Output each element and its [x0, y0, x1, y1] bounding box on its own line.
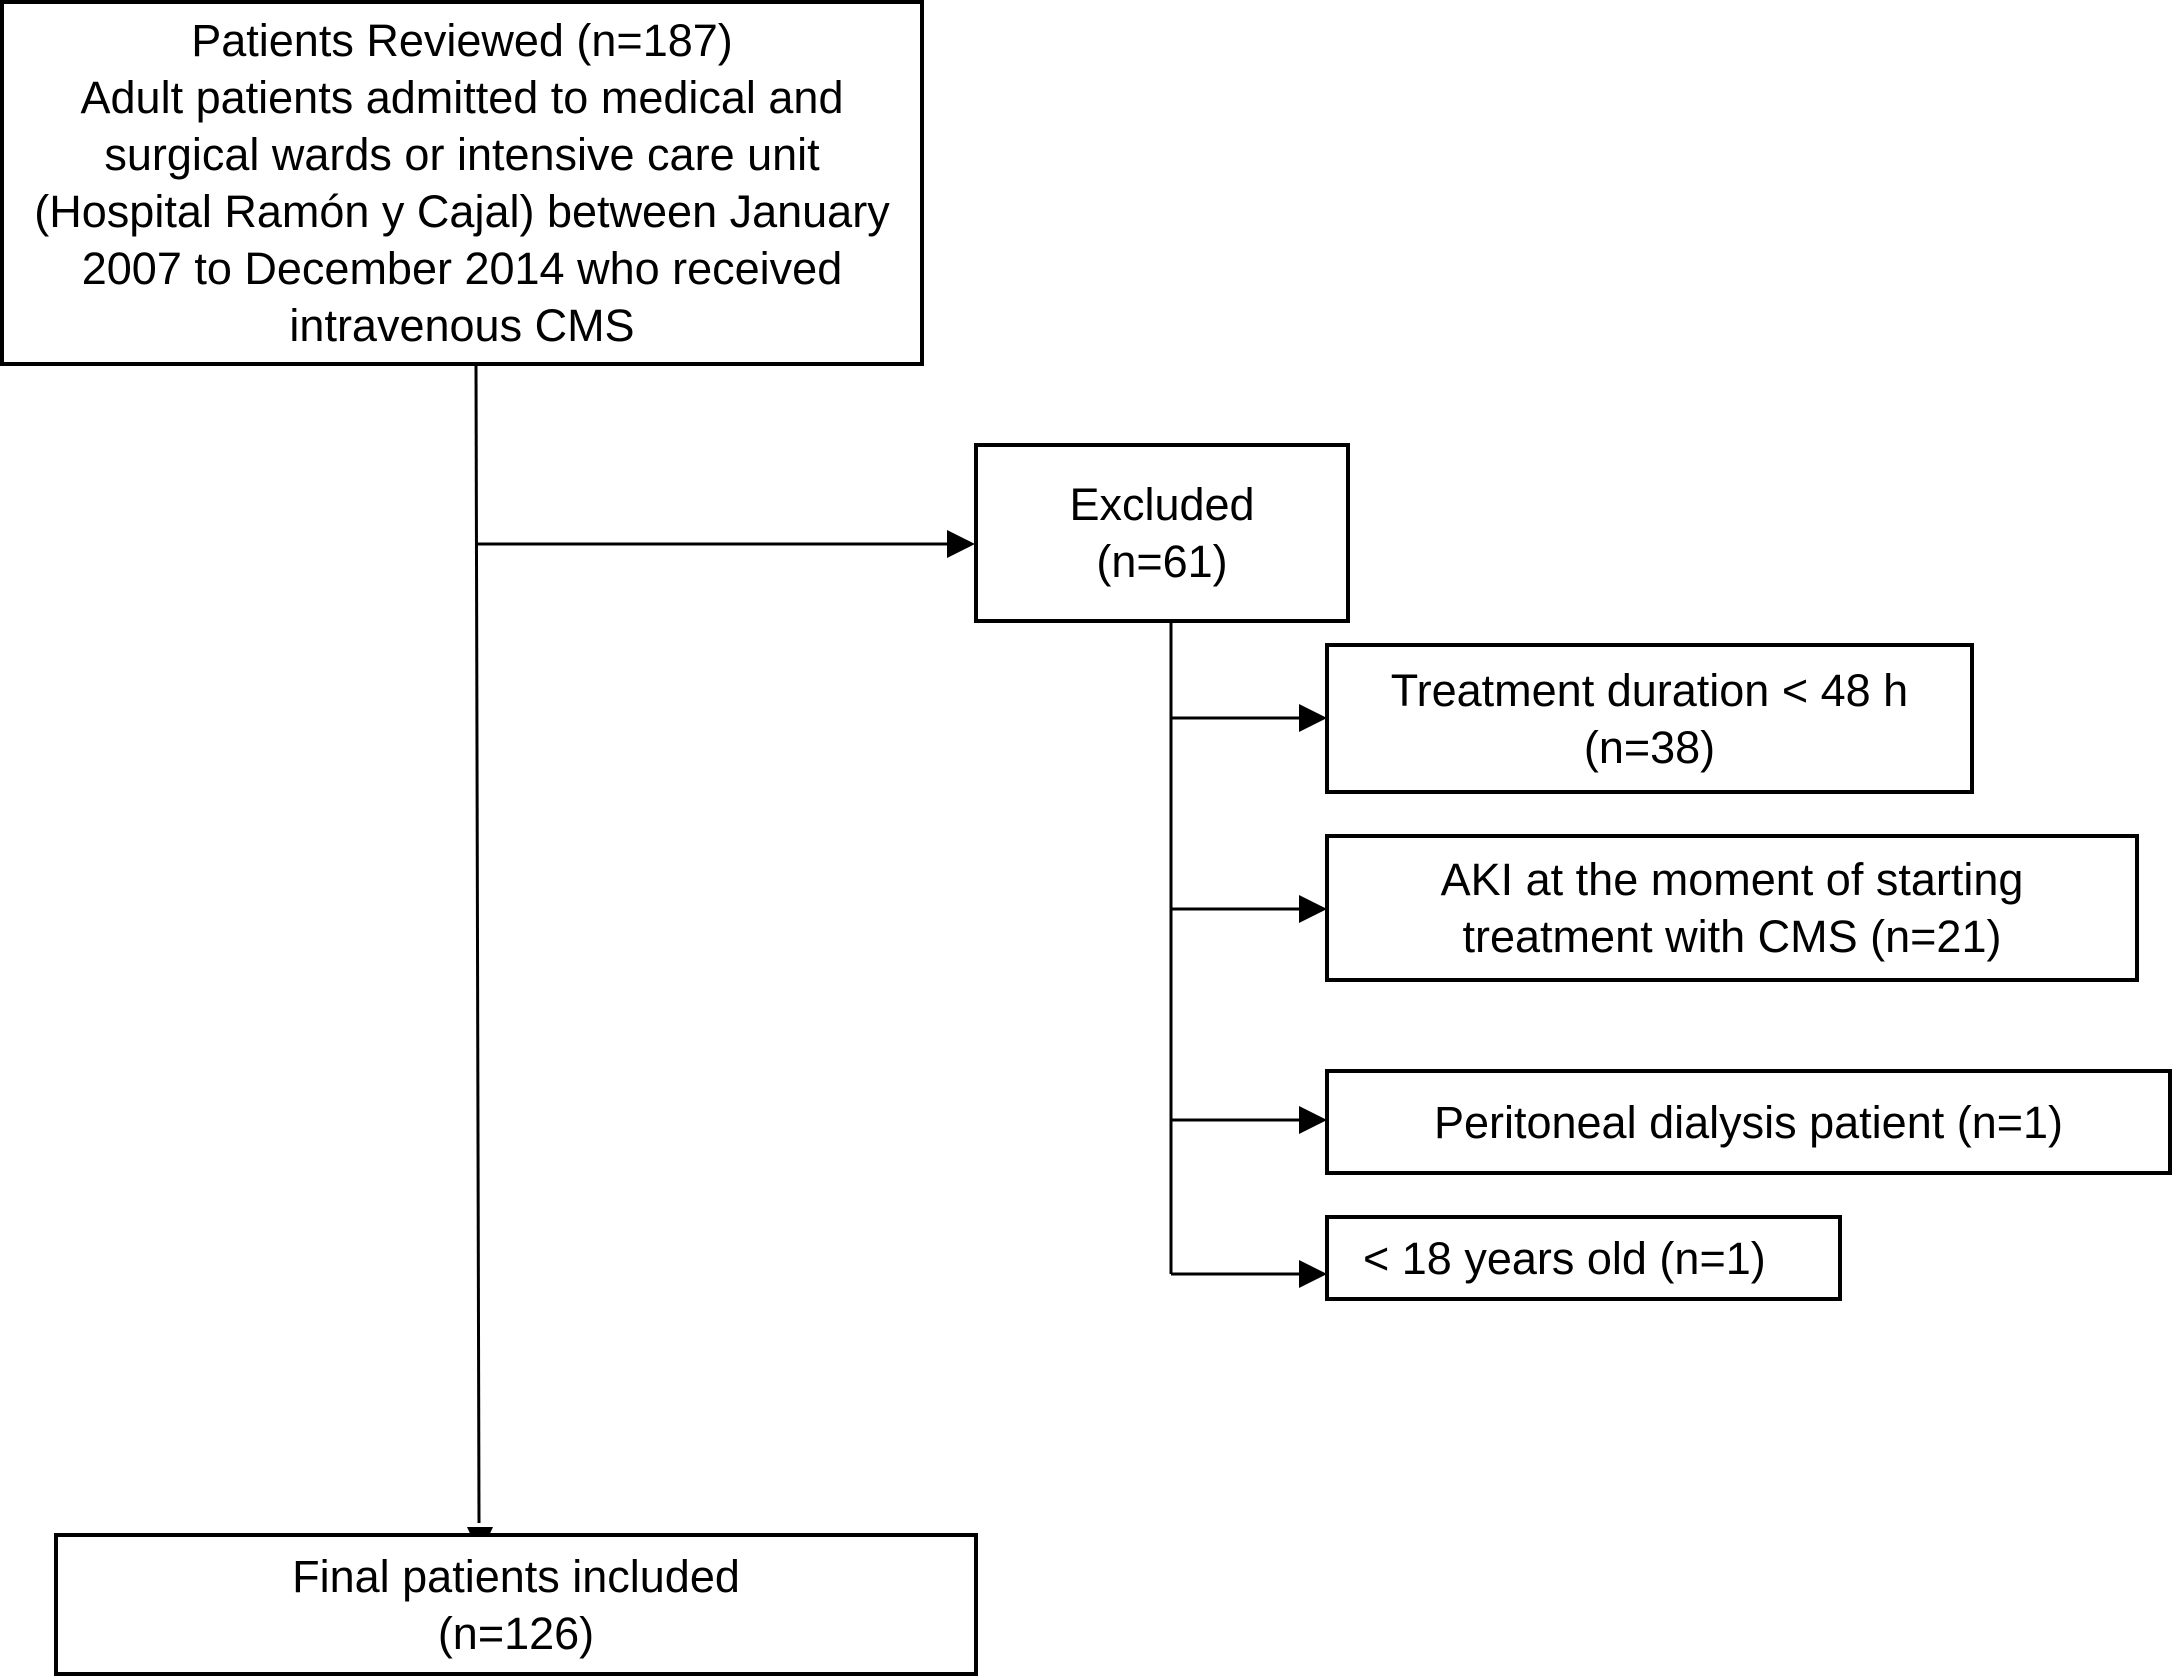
- excluded-line-2: (n=61): [1096, 536, 1228, 587]
- arrowhead-excluded: [947, 530, 975, 558]
- arrowhead-aki: [1299, 895, 1327, 923]
- reviewed-line-5: 2007 to December 2014 who received: [81, 243, 843, 294]
- treatment-duration-line-2: (n=38): [1583, 721, 1716, 773]
- excluded-box: Excluded (n=61): [974, 443, 1350, 623]
- arrowhead-under-18: [1299, 1260, 1327, 1288]
- reviewed-line-1: Patients Reviewed (n=187): [191, 15, 733, 66]
- reviewed-line-6: intravenous CMS: [289, 300, 635, 351]
- arrowhead-treatment-duration: [1299, 704, 1327, 732]
- aki-box: AKI at the moment of starting treatment …: [1325, 834, 2139, 982]
- patients-reviewed-box: Patients Reviewed (n=187) Adult patients…: [0, 0, 924, 366]
- treatment-duration-box: Treatment duration < 48 h (n=38): [1325, 643, 1974, 794]
- under-18-box: < 18 years old (n=1): [1325, 1215, 1842, 1301]
- arrowhead-peritoneal: [1299, 1106, 1327, 1134]
- aki-line-2: treatment with CMS (n=21): [1462, 911, 2002, 962]
- peritoneal-dialysis-box: Peritoneal dialysis patient (n=1): [1325, 1069, 2172, 1175]
- final-patients-box: Final patients included (n=126): [54, 1533, 978, 1676]
- final-line-1: Final patients included: [292, 1550, 740, 1602]
- peritoneal-line-1: Peritoneal dialysis patient (n=1): [1433, 1096, 2064, 1148]
- reviewed-line-2: Adult patients admitted to medical and: [80, 72, 844, 123]
- reviewed-line-3: surgical wards or intensive care unit: [104, 129, 820, 180]
- treatment-duration-line-1: Treatment duration < 48 h: [1390, 664, 1909, 716]
- final-line-2: (n=126): [437, 1607, 595, 1659]
- under-18-line-1: < 18 years old (n=1): [1363, 1232, 1766, 1284]
- main-vertical-line: [474, 365, 481, 1524]
- aki-line-1: AKI at the moment of starting: [1440, 854, 2024, 905]
- reviewed-line-4: (Hospital Ramón y Cajal) between January: [34, 186, 890, 237]
- excluded-line-1: Excluded: [1069, 479, 1255, 530]
